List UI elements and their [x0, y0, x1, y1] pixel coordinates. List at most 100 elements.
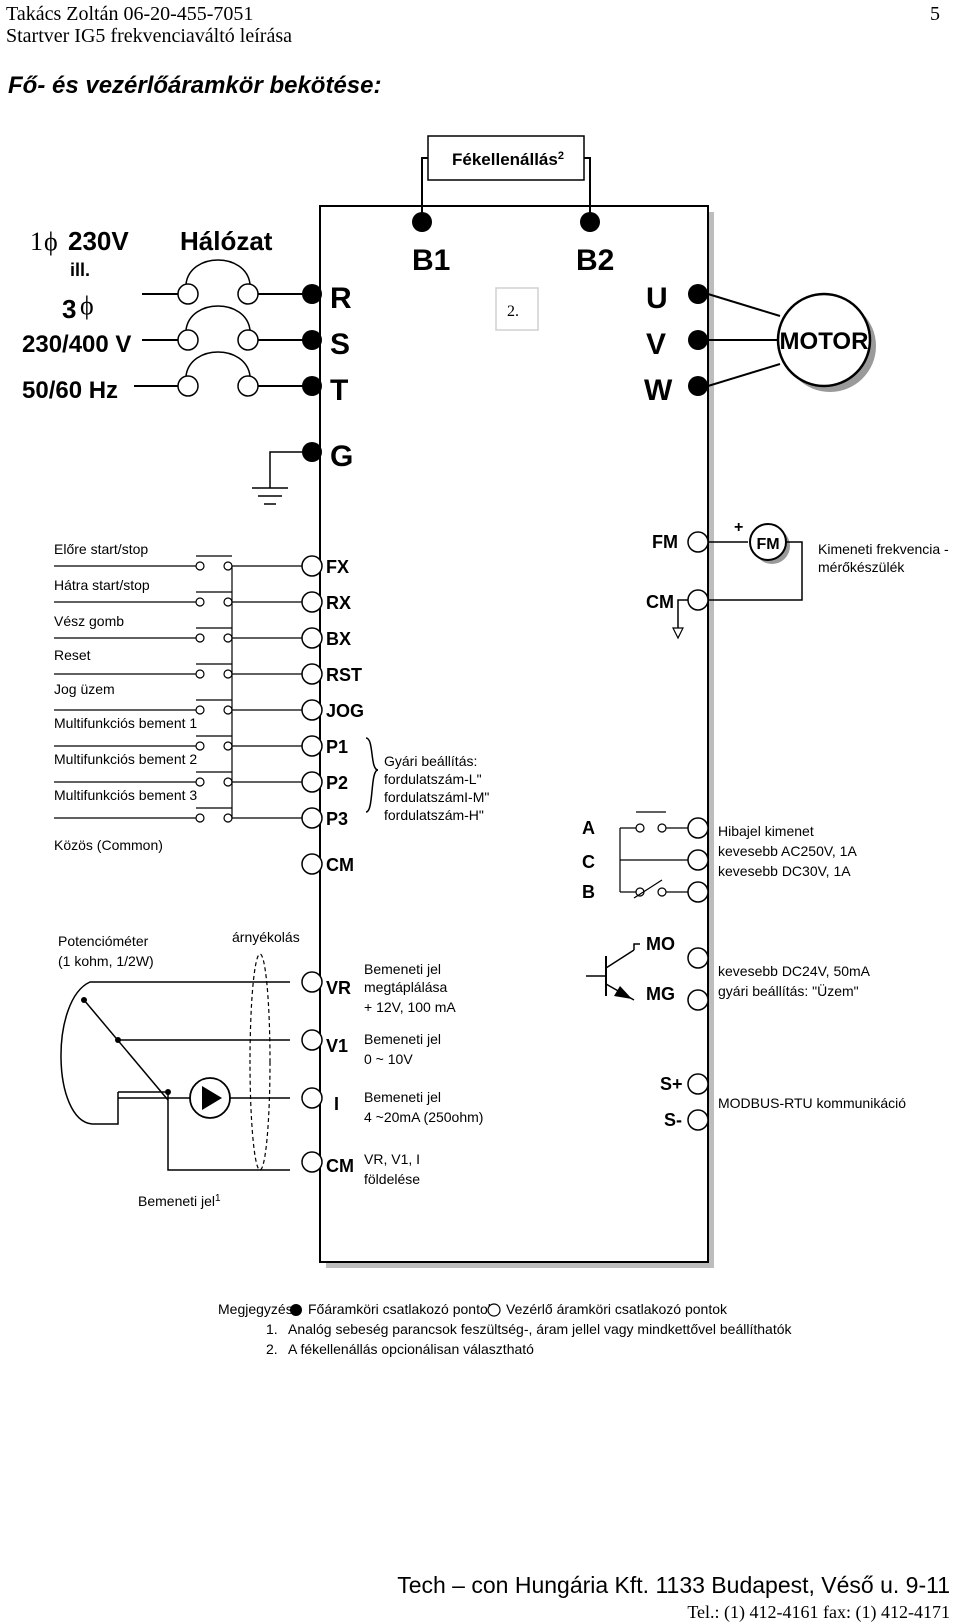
supply-phase3-num: 3	[62, 294, 76, 324]
fault-desc-line1: Hibajel kimenet	[718, 823, 814, 839]
supply-50-60hz: 50/60 Hz	[22, 377, 118, 404]
terminal-mg-label: MG	[646, 984, 675, 1004]
supply-ill: ill.	[70, 260, 90, 280]
control-input-row: Közös (Common) CM	[54, 837, 354, 875]
terminal-sp-label: S+	[660, 1074, 683, 1094]
switch-contact-right	[223, 777, 233, 787]
fm-desc-line2: mérőkészülék	[818, 559, 905, 575]
terminal-b-label: B	[582, 882, 595, 902]
terminal-g-label: G	[330, 440, 353, 473]
control-terminal-label: RX	[326, 593, 351, 613]
i-desc-line2: 4 ~20mA (250ohm)	[364, 1109, 483, 1125]
brake-note-label: 2.	[507, 303, 519, 320]
terminal-v1-circle	[301, 1029, 323, 1051]
relay-contact-b-2	[657, 887, 667, 897]
terminal-u-label: U	[646, 282, 668, 315]
pot-cm-wire	[118, 1091, 290, 1171]
inverter-box	[319, 205, 709, 1263]
pot-resistor	[83, 999, 169, 1101]
terminal-u-dot	[688, 284, 708, 304]
terminal-cm-analog-label: CM	[326, 1156, 354, 1176]
terminal-g-dot	[302, 442, 322, 462]
motor-wire-u	[707, 293, 781, 317]
note-1-num: 1.	[266, 1321, 278, 1337]
terminal-c-label: C	[582, 852, 595, 872]
control-terminal-circle	[301, 627, 323, 649]
input-signal-label: Bemeneti jel1	[138, 1193, 221, 1209]
page-number: 5	[930, 3, 940, 25]
switch-contact-right	[223, 561, 233, 571]
switch-contact-left	[195, 633, 205, 643]
terminal-i-label: I	[334, 1094, 339, 1114]
terminal-r-dot	[302, 284, 322, 304]
switch-contact-left	[195, 705, 205, 715]
control-terminal-label: P2	[326, 773, 348, 793]
brake-wire-left	[421, 157, 428, 214]
terminal-b2-dot	[580, 212, 600, 232]
control-input-label: Reset	[54, 647, 91, 663]
vr-desc-line2: megtáplálása	[364, 979, 447, 995]
mo-desc-line1: kevesebb DC24V, 50mA	[718, 963, 871, 979]
i-desc-line1: Bemeneti jel	[364, 1089, 441, 1105]
footer-company: Tech – con Hungária Kft. 1133 Budapest, …	[397, 1572, 950, 1598]
terminal-cm-analog-circle	[301, 1151, 323, 1173]
motor-label: MOTOR	[780, 328, 869, 355]
header-doc-title: Startver IG5 frekvenciaváltó leírása	[6, 25, 292, 47]
control-terminal-circle	[301, 699, 323, 721]
terminal-w-label: W	[644, 374, 673, 407]
control-input-label: Multifunkciós bement 1	[54, 715, 197, 731]
control-terminal-label: FX	[326, 557, 349, 577]
note-1-text: Analóg sebeség parancsok feszültség-, ár…	[288, 1321, 793, 1337]
note-title: Megjegyzés:	[218, 1301, 297, 1317]
factory-h: fordulatszám-H"	[384, 807, 484, 823]
current-source-arrow	[202, 1086, 222, 1110]
supply-phase1-phi: ϕ	[44, 227, 58, 256]
terminal-vr-circle	[301, 971, 323, 993]
control-input-label: Közös (Common)	[54, 837, 163, 853]
v1-desc-line1: Bemeneti jel	[364, 1031, 441, 1047]
pot-end-top	[81, 997, 87, 1003]
control-input-row: Multifunkciós bement 3P3	[54, 787, 348, 829]
fm-meter-plus: +	[734, 519, 743, 536]
control-terminal-label: P3	[326, 809, 348, 829]
control-terminal-label: JOG	[326, 701, 364, 721]
switch-contact-left	[195, 597, 205, 607]
control-terminal-circle	[301, 663, 323, 685]
terminal-s-label: S	[330, 328, 350, 361]
note-main-dot	[290, 1304, 302, 1316]
switch-contact-right	[223, 597, 233, 607]
supply-switch-s	[142, 305, 304, 351]
pot-low-wire	[92, 1092, 119, 1125]
supply-230-400v: 230/400 V	[22, 331, 131, 358]
terminal-sp-circle	[687, 1073, 709, 1095]
terminal-sn-label: S-	[664, 1110, 682, 1130]
note-2-num: 2.	[266, 1341, 278, 1357]
switch-contact-right	[223, 705, 233, 715]
cm-desc-line1: VR, V1, I	[364, 1151, 420, 1167]
factory-m: fordulatszámI-M"	[384, 789, 489, 805]
note-2-text: A fékellenállás opcionálisan választható	[288, 1341, 534, 1357]
terminal-vr-label: VR	[326, 978, 351, 998]
vr-desc-line1: Bemeneti jel	[364, 961, 441, 977]
v1-desc-line2: 0 ~ 10V	[364, 1051, 413, 1067]
cm-out-wire	[677, 599, 688, 628]
shield-label: árnyékolás	[232, 929, 300, 945]
control-terminal-label: CM	[326, 855, 354, 875]
terminal-fm-circle	[687, 531, 709, 553]
control-terminal-circle	[301, 735, 323, 757]
switch-contact-right	[223, 813, 233, 823]
control-input-row: Multifunkciós bement 2 P2	[54, 751, 348, 793]
brake-label: Fékellenállás2	[452, 150, 564, 169]
modbus-desc: MODBUS-RTU kommunikáció	[718, 1095, 906, 1111]
supply-switch-r	[142, 259, 304, 305]
terminal-b2-label: B2	[576, 244, 614, 277]
terminal-a-label: A	[582, 818, 595, 838]
control-input-label: Multifunkciós bement 2	[54, 751, 197, 767]
terminal-fm-label: FM	[652, 532, 678, 552]
ground-symbol	[252, 451, 302, 505]
note-control-label: Vezérlő áramköri csatlakozó pontok	[506, 1301, 728, 1317]
supply-230v: 230V	[68, 226, 129, 256]
switch-contact-left	[195, 561, 205, 571]
